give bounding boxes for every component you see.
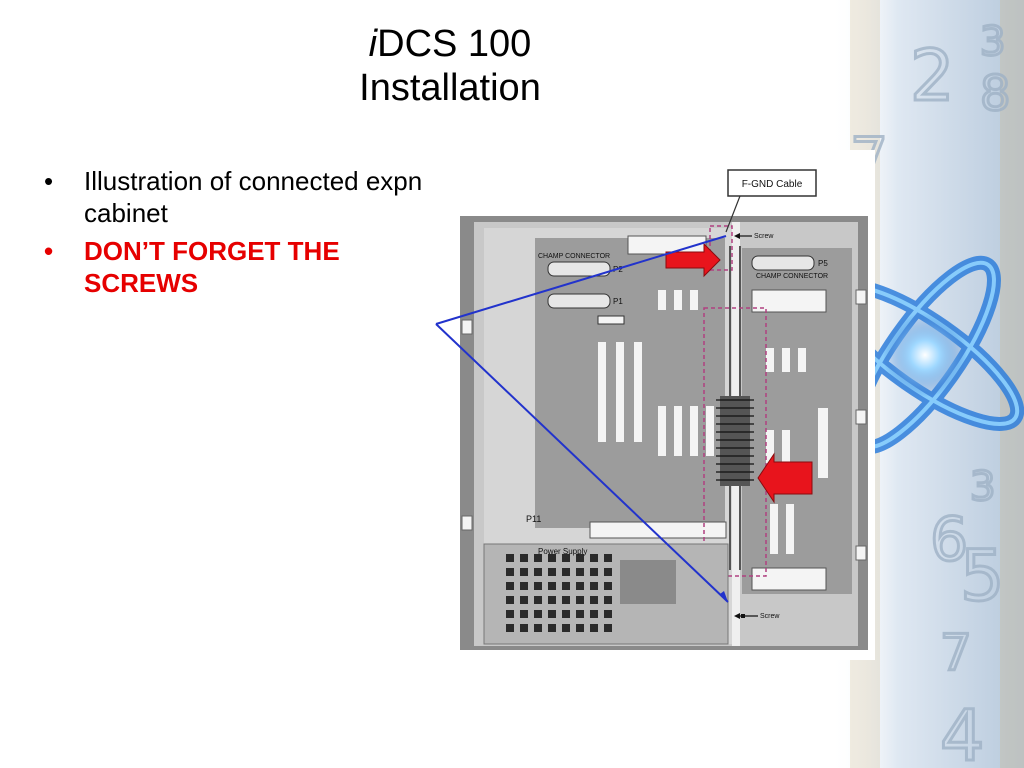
title-line2: Installation: [359, 67, 541, 109]
left-board: [535, 238, 725, 528]
label-p5: P5: [818, 259, 828, 268]
title-line1: DCS 100: [377, 23, 532, 65]
bullet-item: • Illustration of connected expn cabinet: [44, 165, 434, 229]
label-champ-left: CHAMP CONNECTOR: [538, 253, 610, 260]
label-p11: P11: [526, 514, 541, 524]
bullet-marker: •: [44, 166, 54, 196]
bullet-text: Illustration of connected expn cabinet: [84, 166, 423, 228]
label-power-supply: Power Supply: [538, 547, 587, 556]
label-p1: P1: [613, 297, 623, 306]
decor-digit: 3: [970, 464, 995, 510]
bullet-text: DON’T FORGET THE SCREWS: [84, 236, 340, 298]
decor-digit: 7: [940, 624, 972, 682]
right-bracket-bottom: [751, 567, 827, 591]
mounting-tabs: [461, 289, 867, 561]
bullet-list: • Illustration of connected expn cabinet…: [44, 165, 434, 305]
label-screw-bottom: Screw: [760, 613, 780, 620]
red-arrow-left: [757, 452, 813, 504]
decor-digit: 3: [980, 19, 1005, 65]
callout-f-gnd-cable: F-GND Cable: [742, 179, 803, 190]
highlight-boxes: [703, 225, 767, 577]
pointer-arrowhead: [720, 591, 728, 602]
screw-markers: [734, 233, 758, 619]
label-champ-right: CHAMP CONNECTOR: [756, 273, 828, 280]
red-arrow-right: [665, 242, 721, 278]
cable-bundle: [716, 246, 754, 570]
right-bracket-top: [751, 289, 827, 313]
champ-connector-p2: [547, 261, 611, 277]
power-supply-panel: [620, 560, 676, 604]
label-screw-top: Screw: [754, 233, 774, 240]
red-arrows: [665, 242, 813, 504]
bullet-marker: •: [44, 236, 54, 266]
callout-box: [727, 169, 817, 197]
decor-digit: 4: [940, 695, 985, 768]
decor-digit: 8: [980, 66, 1011, 122]
left-slots: [598, 290, 714, 456]
callout-leader: [725, 195, 741, 233]
bullet-item-warning: • DON’T FORGET THE SCREWS: [44, 235, 434, 299]
small-connector: [597, 315, 625, 325]
decor-digit: 6: [930, 505, 968, 575]
champ-connector-p1: [547, 293, 611, 309]
cabinet-diagram: F-GND Cable Screw CHAMP CONNECTOR P2 P1 …: [430, 150, 875, 660]
title-prefix: i: [368, 23, 378, 65]
pointer-lines: [435, 235, 729, 603]
decor-digit: 5: [960, 535, 1005, 617]
power-supply-vents: [506, 554, 612, 632]
bottom-bracket: [589, 521, 727, 539]
slide-title: iDCS 100 Installation: [300, 22, 600, 110]
decor-digit: 2: [910, 35, 955, 117]
champ-connector-p5: [751, 255, 815, 271]
